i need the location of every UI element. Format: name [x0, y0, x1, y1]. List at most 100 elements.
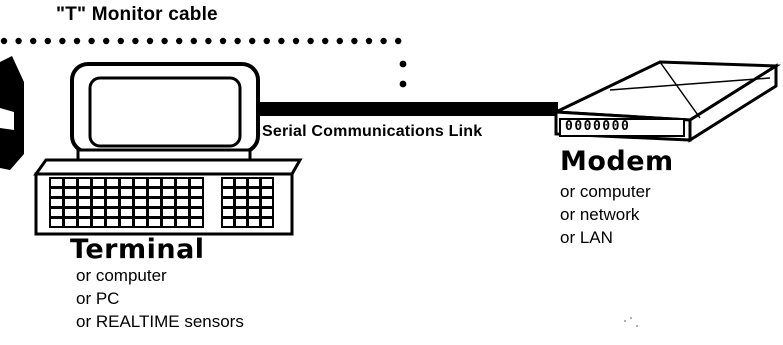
keyboard-key — [105, 177, 120, 188]
keyboard-key — [161, 197, 176, 208]
keyboard-key — [63, 207, 78, 218]
keypad-key — [260, 197, 274, 208]
cable-dot — [117, 37, 125, 45]
cable-dot — [365, 37, 373, 45]
cable-dot — [263, 37, 270, 45]
keyboard-key — [105, 217, 120, 228]
keyboard-key — [147, 187, 162, 198]
cable-dot — [190, 37, 197, 45]
cable-dot — [132, 37, 139, 45]
keyboard-key — [91, 177, 106, 188]
keyboard-key — [189, 197, 204, 208]
cable-dot — [307, 37, 314, 45]
keypad-key — [234, 187, 248, 198]
modem-alt-computer: or computer — [560, 182, 651, 201]
keyboard-key — [175, 207, 190, 218]
keyboard-key — [133, 217, 148, 228]
cable-dot — [146, 37, 154, 45]
keyboard-key — [189, 177, 204, 188]
keyboard-key — [119, 217, 134, 228]
cable-dot — [103, 37, 110, 45]
terminal-alternatives: or computer or PC or REALTIME sensors — [76, 264, 244, 333]
keyboard-key — [77, 197, 92, 208]
keypad-key — [221, 197, 235, 208]
keyboard-key — [49, 177, 64, 188]
keypad-key — [234, 217, 248, 228]
keyboard-key — [77, 187, 92, 198]
keyboard-key — [119, 207, 134, 218]
keyboard-key — [119, 187, 134, 198]
keyboard-key — [189, 217, 204, 228]
cable-dot — [234, 37, 241, 45]
cable-dot — [30, 37, 37, 45]
keypad-key — [221, 177, 235, 188]
keyboard-key — [161, 217, 176, 228]
keyboard-key — [105, 207, 120, 218]
keypad-key — [247, 187, 261, 198]
serial-link-line — [256, 102, 558, 116]
modem-box — [550, 60, 781, 143]
keyboard-key — [161, 207, 176, 218]
cable-dot — [399, 80, 407, 88]
keyboard-key — [119, 177, 134, 188]
modem-alt-lan: or LAN — [560, 228, 613, 247]
keypad-key — [260, 177, 274, 188]
terminal-alt-computer: or computer — [76, 266, 167, 285]
cable-dot — [59, 37, 66, 45]
keyboard-key — [91, 187, 106, 198]
keypad-key — [221, 187, 235, 198]
keyboard-key — [161, 187, 176, 198]
keypad-key — [247, 177, 261, 188]
keypad-key — [247, 217, 261, 228]
keyboard-key — [161, 177, 176, 188]
cable-dot — [322, 37, 329, 45]
keyboard-key — [49, 197, 64, 208]
keyboard-key — [91, 217, 106, 228]
terminal-alt-pc: or PC — [76, 289, 120, 308]
keyboard-key — [147, 217, 162, 228]
monitor-cable-label: "T" Monitor cable — [56, 4, 218, 25]
cable-dot — [44, 37, 51, 45]
cable-dot — [0, 37, 8, 45]
cable-dot — [15, 37, 22, 45]
keyboard-key — [105, 187, 120, 198]
keyboard-key — [63, 177, 78, 188]
modem-title: Modem — [560, 146, 674, 177]
keypad-key — [260, 187, 274, 198]
keyboard-key — [49, 207, 64, 218]
modem-alternatives: or computer or network or LAN — [560, 180, 651, 249]
keyboard-key — [147, 197, 162, 208]
keypad-key — [260, 217, 274, 228]
terminal-keyboard — [33, 158, 303, 236]
keyboard-key — [175, 217, 190, 228]
cable-dot — [249, 37, 256, 45]
keyboard-key — [49, 187, 64, 198]
keyboard-key — [105, 197, 120, 208]
keyboard-key — [63, 197, 78, 208]
keyboard-key — [91, 207, 106, 218]
keyboard-key — [147, 207, 162, 218]
cable-dot — [278, 37, 285, 45]
keypad-key — [221, 207, 235, 218]
monitor-cable-dotted-line — [0, 37, 407, 88]
keypad-key — [234, 197, 248, 208]
terminal-alt-realtime-sensors: or REALTIME sensors — [76, 312, 244, 331]
keyboard-key — [175, 197, 190, 208]
cable-dot — [336, 37, 343, 45]
keyboard-key — [63, 217, 78, 228]
keypad-key — [221, 217, 235, 228]
keypad-key — [247, 197, 261, 208]
keyboard-key — [175, 177, 190, 188]
terminal-title: Terminal — [70, 234, 205, 265]
terminal-monitor — [70, 62, 260, 162]
keyboard-key — [189, 187, 204, 198]
keypad-key — [247, 207, 261, 218]
keyboard-key — [133, 207, 148, 218]
keyboard-key — [133, 187, 148, 198]
cable-dot — [219, 37, 227, 45]
keyboard-key — [63, 187, 78, 198]
serial-link-label: Serial Communications Link — [262, 123, 483, 140]
cable-dot — [292, 37, 300, 45]
keyboard-key — [91, 197, 106, 208]
keyboard-key — [147, 177, 162, 188]
